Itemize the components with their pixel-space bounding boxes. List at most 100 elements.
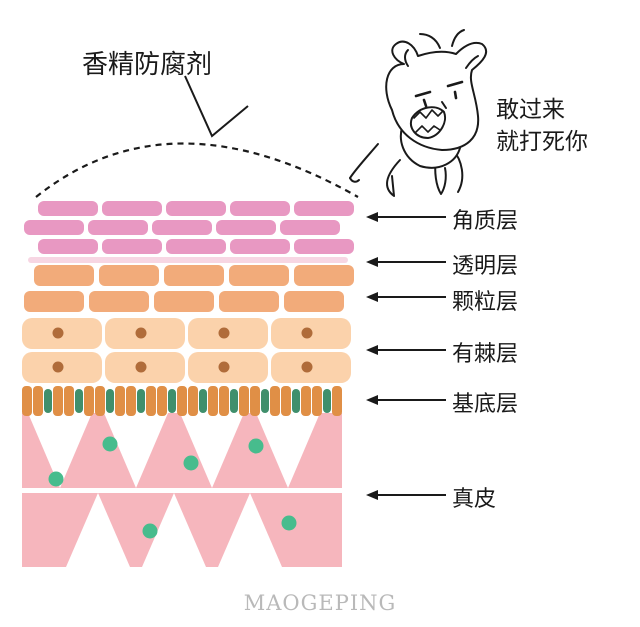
dermis-divider — [22, 488, 342, 493]
corneum-cell — [294, 239, 354, 254]
basale-cell-orange — [64, 386, 74, 416]
arrow-head-icon — [366, 490, 378, 500]
basale-cell-orange — [250, 386, 260, 416]
basale-cell-orange — [84, 386, 94, 416]
dermis-white-triangle — [256, 413, 320, 488]
basale-cell-orange — [177, 386, 187, 416]
basale-cell-orange — [270, 386, 280, 416]
basale-cell-orange — [312, 386, 322, 416]
basale-cell-green — [261, 389, 269, 413]
label-arrows — [366, 212, 446, 500]
spinosum-nucleus — [52, 361, 64, 373]
basale-cell-orange — [301, 386, 311, 416]
speech-line-2: 就打死你 — [496, 129, 588, 155]
granulosum-cell — [89, 291, 149, 312]
spinosum-nucleus — [301, 327, 313, 339]
basale-cell-orange — [332, 386, 342, 416]
corneum-cell — [102, 239, 162, 254]
corneum-cell — [38, 201, 98, 216]
corneum-layer — [24, 201, 354, 254]
basale-cell-green — [75, 389, 83, 413]
corneum-cell — [166, 201, 226, 216]
basale-cell-orange — [115, 386, 125, 416]
basale-cell-orange — [53, 386, 63, 416]
granulosum-cell — [219, 291, 279, 312]
basale-cell-green — [168, 389, 176, 413]
corneum-cell — [166, 239, 226, 254]
granulosum-cell — [229, 265, 289, 286]
basale-cell-green — [137, 389, 145, 413]
spinosum-nucleus — [218, 361, 230, 373]
spinosum-nucleus — [218, 327, 230, 339]
speech-line-1: 敢过来 — [496, 97, 565, 123]
spinosum-nucleus — [135, 327, 147, 339]
corneum-cell — [38, 239, 98, 254]
basale-cell-orange — [219, 386, 229, 416]
corneum-cell — [230, 239, 290, 254]
dermis-white-triangle — [66, 493, 130, 567]
basale-cell-green — [106, 389, 114, 413]
basale-cell-green — [44, 389, 52, 413]
basale-cell-orange — [126, 386, 136, 416]
diagram-title: 香精防腐剂 — [82, 50, 213, 80]
dermis-cell-dot — [102, 436, 118, 452]
dermis-cell-dot — [183, 455, 199, 471]
basale-cell-green — [199, 389, 207, 413]
dermis-white-triangle — [180, 413, 244, 488]
granulosum-cell — [34, 265, 94, 286]
basale-cell-orange — [208, 386, 218, 416]
watermark: MAOGEPING — [243, 591, 397, 615]
dermis-white-triangle — [28, 413, 92, 488]
lucidum-layer — [28, 257, 348, 263]
corneum-cell — [230, 201, 290, 216]
spinosum-nucleus — [301, 361, 313, 373]
label-stratum-granulosum: 颗粒层 — [452, 290, 519, 315]
basale-cell-orange — [33, 386, 43, 416]
spinosum-nucleus — [52, 327, 64, 339]
granulosum-cell — [154, 291, 214, 312]
lucidum-stripe — [28, 257, 348, 263]
spinosum-nucleus — [135, 361, 147, 373]
basale-cell-orange — [239, 386, 249, 416]
label-dermis: 真皮 — [452, 487, 497, 512]
basale-layer — [22, 386, 342, 416]
granulosum-cell — [284, 291, 344, 312]
basale-cell-orange — [157, 386, 167, 416]
cartoon-bear-icon — [349, 29, 488, 197]
granulosum-layer — [24, 265, 354, 312]
label-stratum-lucidum: 透明层 — [452, 254, 519, 279]
basale-cell-orange — [95, 386, 105, 416]
dermis-cell-dot — [48, 471, 64, 487]
basale-cell-green — [323, 389, 331, 413]
corneum-cell — [152, 220, 212, 235]
arrow-head-icon — [366, 395, 378, 405]
dermis-white-triangle — [104, 413, 168, 488]
dermis-cell-dot — [281, 515, 297, 531]
dermis-white-triangle — [142, 493, 206, 567]
spinosum-layer — [22, 318, 351, 383]
arrow-head-icon — [366, 292, 378, 302]
arrow-head-icon — [366, 257, 378, 267]
basale-cell-green — [230, 389, 238, 413]
corneum-cell — [102, 201, 162, 216]
dermis-layer — [22, 413, 342, 567]
granulosum-cell — [24, 291, 84, 312]
arrow-head-icon — [366, 345, 378, 355]
granulosum-cell — [164, 265, 224, 286]
dermis-cell-dot — [142, 523, 158, 539]
basale-cell-orange — [281, 386, 291, 416]
pointer-line — [184, 75, 249, 138]
basale-cell-orange — [188, 386, 198, 416]
arrow-head-icon — [366, 212, 378, 222]
basale-cell-orange — [146, 386, 156, 416]
dermis-white-triangle — [218, 493, 282, 567]
corneum-cell — [88, 220, 148, 235]
label-stratum-corneum: 角质层 — [452, 209, 519, 234]
corneum-cell — [24, 220, 84, 235]
label-stratum-spinosum: 有棘层 — [452, 342, 519, 367]
granulosum-cell — [294, 265, 354, 286]
dermis-cell-dot — [248, 438, 264, 454]
corneum-cell — [216, 220, 276, 235]
